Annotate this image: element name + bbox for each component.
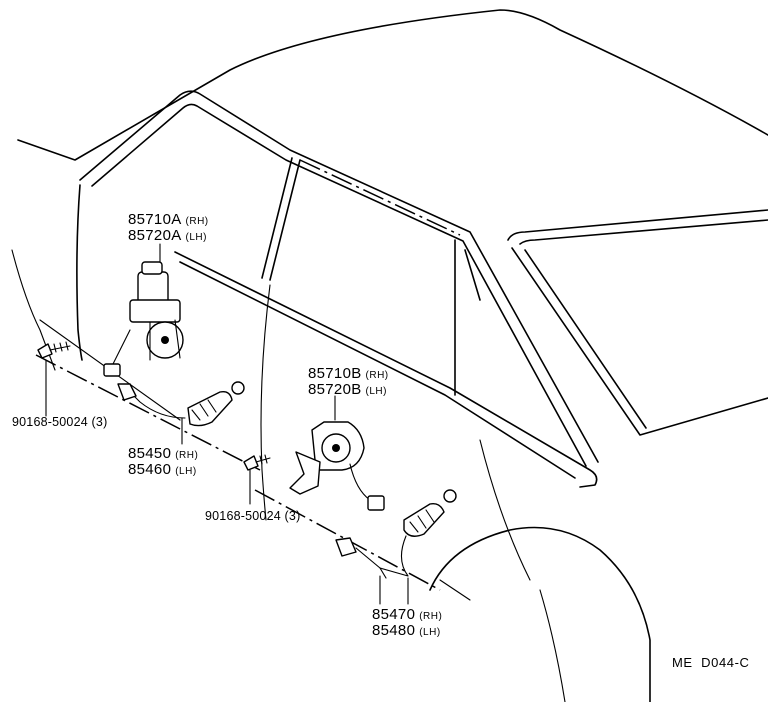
rear-switch-leader: [379, 575, 409, 605]
rear-motor-label-rh: 85710B(RH): [308, 366, 389, 382]
rear-switch-label-rh: 85470(RH): [372, 607, 442, 623]
front-screw-label: 90168-50024 (3): [12, 415, 108, 429]
rear-switch-lh-side: (LH): [419, 627, 441, 638]
front-switch-lh-part: 85460: [128, 461, 172, 478]
rear-wheel-arch: [429, 526, 651, 702]
rear-door-edge: [260, 284, 271, 521]
rear-motor-lh-side: (LH): [365, 386, 387, 397]
front-switch-rh-part: 85450: [128, 445, 172, 462]
rear-motor-label-lh: 85720B(LH): [308, 382, 387, 398]
front-switch-label-lh: 85460(LH): [128, 462, 197, 478]
door-front-edge: [76, 184, 83, 361]
rear-motor-lh-part: 85720B: [308, 381, 362, 398]
front-screw: [37, 341, 71, 359]
front-window-motor: [103, 261, 184, 377]
rear-quarter-window: [507, 209, 768, 436]
front-motor-rh-part: 85710A: [128, 211, 182, 228]
front-switch-label-rh: 85450(RH): [128, 446, 198, 462]
front-window-frame: [79, 90, 599, 463]
front-motor-lh-part: 85720A: [128, 227, 182, 244]
belt-line-inner: [179, 261, 576, 479]
c-pillar: [454, 239, 481, 396]
wheel-arch-lower: [539, 589, 566, 702]
rear-switch-rh-part: 85470: [372, 606, 416, 623]
roof-centerline: [299, 159, 461, 236]
rear-body-edge: [479, 439, 531, 581]
rear-switch-rh-side: (RH): [419, 611, 443, 622]
rear-motor-rh-part: 85710B: [308, 365, 362, 382]
rear-motor-rh-side: (RH): [365, 370, 389, 381]
front-motor-lh-side: (LH): [185, 232, 207, 243]
belt-line: [174, 251, 598, 488]
front-motor-label-rh: 85710A(RH): [128, 212, 209, 228]
body-side-front: [11, 249, 56, 371]
rear-window-motor: [289, 421, 385, 511]
rear-screw: [243, 454, 271, 471]
roof-outline: [17, 9, 768, 161]
rear-window-switch: [335, 489, 457, 579]
rear-screw-label: 90168-50024 (3): [205, 509, 301, 523]
rear-switch-lh-part: 85480: [372, 622, 416, 639]
front-window-switch: [117, 381, 245, 427]
front-window-frame-inner: [91, 103, 587, 467]
front-switch-rh-side: (RH): [175, 450, 199, 461]
front-motor-rh-side: (RH): [185, 216, 209, 227]
front-switch-lh-side: (LH): [175, 466, 197, 477]
diagram-code: ME D044-C: [672, 655, 750, 670]
rear-switch-label-lh: 85480(LH): [372, 623, 441, 639]
door-bottom-line-front: [35, 354, 261, 471]
b-pillar: [261, 157, 301, 281]
front-motor-label-lh: 85720A(LH): [128, 228, 207, 244]
